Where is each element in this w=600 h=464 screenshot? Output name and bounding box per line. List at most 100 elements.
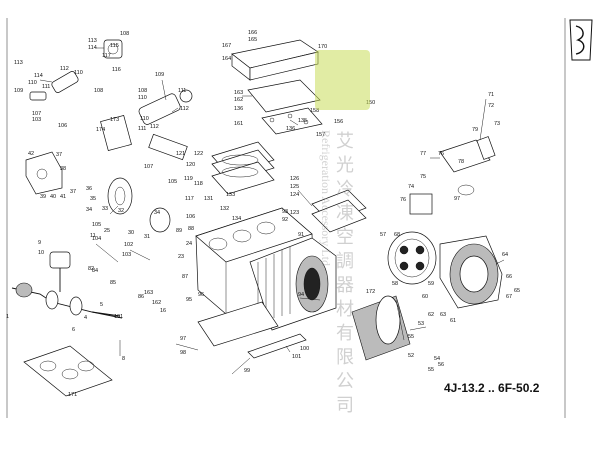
part-number-103: 103 [32,117,41,123]
part-number-173: 173 [110,117,119,123]
part-number-162: 162 [234,97,243,103]
part-number-133: 133 [226,192,235,198]
part-number-135: 135 [298,118,307,124]
part-number-25: 25 [104,228,110,234]
discharge-fitting [409,136,496,215]
part-number-84: 84 [92,268,98,274]
part-number-166: 166 [248,30,257,36]
part-number-79: 79 [472,127,478,133]
part-number-174: 174 [96,127,105,133]
part-number-35: 35 [90,196,96,202]
oil-pump-cover [25,151,63,195]
part-number-107: 107 [144,164,153,170]
bitzer-logo-icon [569,19,593,61]
part-number-114: 114 [34,73,43,79]
part-number-108: 108 [138,88,147,94]
terminal-box-base [247,79,323,135]
part-number-74: 74 [408,184,414,190]
part-number-110: 110 [28,80,37,86]
part-number-39: 39 [40,194,46,200]
gasket-set [23,345,113,397]
part-number-34: 34 [154,210,160,216]
part-number-111: 111 [178,88,186,94]
part-number-4: 4 [84,315,87,321]
model-range-label: 4J-13.2 .. 6F-50.2 [444,381,540,395]
part-number-108: 108 [94,88,103,94]
part-number-95: 95 [186,297,192,303]
part-number-107: 107 [32,111,41,117]
part-number-41: 41 [60,194,66,200]
part-number-100: 100 [300,346,309,352]
part-number-102: 102 [124,242,133,248]
part-number-76: 76 [400,197,406,203]
part-number-167: 167 [222,43,231,49]
motor-rotor [351,295,411,361]
part-number-85: 85 [110,280,116,286]
part-number-61: 61 [450,318,456,324]
part-number-113: 113 [88,38,97,44]
part-number-172: 172 [366,289,375,295]
part-number-68: 68 [394,232,400,238]
part-number-9: 9 [38,240,41,246]
motor-housing [249,237,337,331]
part-number-23: 23 [178,254,184,260]
watermark-english-text: Refrigeration Accessory Ltd [319,130,333,266]
part-number-114: 114 [88,45,97,51]
part-number-113: 113 [14,60,23,66]
part-number-72: 72 [488,103,494,109]
part-number-57: 57 [380,232,386,238]
leader-lines [39,47,505,375]
part-number-106: 106 [58,123,67,129]
part-number-112: 112 [60,66,69,72]
part-number-16: 16 [160,308,166,314]
part-number-54: 54 [434,356,440,362]
part-number-63: 63 [440,312,446,318]
part-number-87: 87 [182,274,188,280]
part-number-53: 53 [418,321,424,327]
part-number-77: 77 [420,151,426,157]
part-number-125: 125 [290,184,299,190]
part-number-66: 66 [506,274,512,280]
part-number-117: 117 [102,53,111,59]
part-number-78: 78 [458,159,464,165]
part-number-118: 118 [194,181,203,187]
motor-end-housing [439,235,503,309]
part-number-73: 73 [494,121,500,127]
part-number-120: 120 [186,162,195,168]
part-number-163: 163 [144,290,153,296]
part-number-56: 56 [438,362,444,368]
part-number-136: 136 [234,106,243,112]
bottom-plate [197,301,307,359]
part-number-116: 116 [112,67,121,73]
part-number-64: 64 [502,252,508,258]
bearing-flange [107,177,171,233]
part-number-124: 124 [290,192,299,198]
part-number-163: 163 [234,90,243,96]
part-number-31: 31 [144,234,150,240]
part-number-105: 105 [92,222,101,228]
part-number-62: 62 [428,312,434,318]
connecting-rod-piston [49,251,71,292]
part-number-104: 104 [92,236,101,242]
part-number-97: 97 [180,336,186,342]
part-number-88: 88 [188,226,194,232]
part-number-30: 30 [128,230,134,236]
part-number-37: 37 [56,152,62,158]
part-number-60: 60 [422,294,428,300]
part-number-161: 161 [234,121,243,127]
part-number-170: 170 [318,44,327,50]
part-number-123: 123 [290,210,299,216]
part-number-38: 38 [60,166,66,172]
part-number-156: 156 [334,119,343,125]
watermark-badge [315,50,370,110]
part-number-171: 171 [68,392,77,398]
part-number-91: 91 [298,232,304,238]
part-number-55: 55 [408,334,414,340]
part-number-131: 131 [204,196,213,202]
part-number-75: 75 [420,174,426,180]
part-number-99: 99 [244,368,250,374]
crankshaft [11,282,123,319]
part-number-109: 109 [155,72,164,78]
